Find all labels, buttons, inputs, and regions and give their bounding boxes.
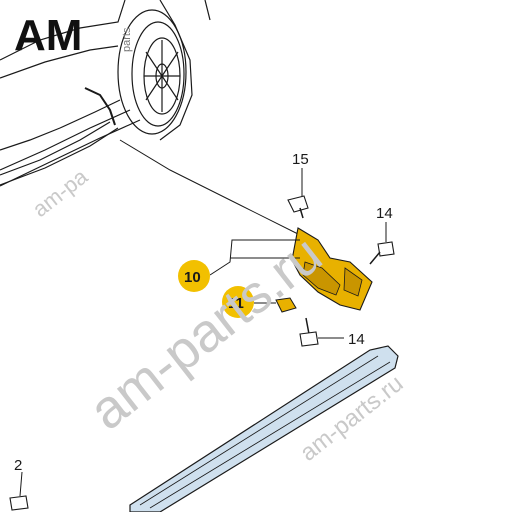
side-sill-panel xyxy=(129,345,399,512)
part-label-11: 11 xyxy=(228,295,244,312)
vehicle-body-outline xyxy=(0,0,211,187)
logo-sub: parts xyxy=(121,27,133,52)
part-label-14-bottom: 14 xyxy=(348,331,365,348)
leader-line-car xyxy=(119,139,301,236)
part-label-14-top: 14 xyxy=(376,205,393,222)
leader-lines xyxy=(19,168,387,497)
part-label-10: 10 xyxy=(184,269,201,286)
watermark-left: am-pa xyxy=(28,163,93,222)
am-parts-logo: AM parts xyxy=(14,11,133,60)
part-label-15: 15 xyxy=(292,151,309,168)
part-label-2: 2 xyxy=(14,457,22,474)
callout-11-highlight xyxy=(222,286,254,318)
bracket-part-10 xyxy=(291,227,373,311)
rocker-trim xyxy=(0,121,119,186)
callout-10-highlight xyxy=(178,260,210,292)
wheel xyxy=(117,9,187,135)
bolt-2 xyxy=(9,495,29,511)
bolt-14-top xyxy=(369,241,395,265)
logo-mark: AM xyxy=(14,11,82,60)
bolt-14-bottom xyxy=(299,317,319,347)
clip-part-11 xyxy=(275,297,297,313)
bolt-15 xyxy=(287,195,309,219)
